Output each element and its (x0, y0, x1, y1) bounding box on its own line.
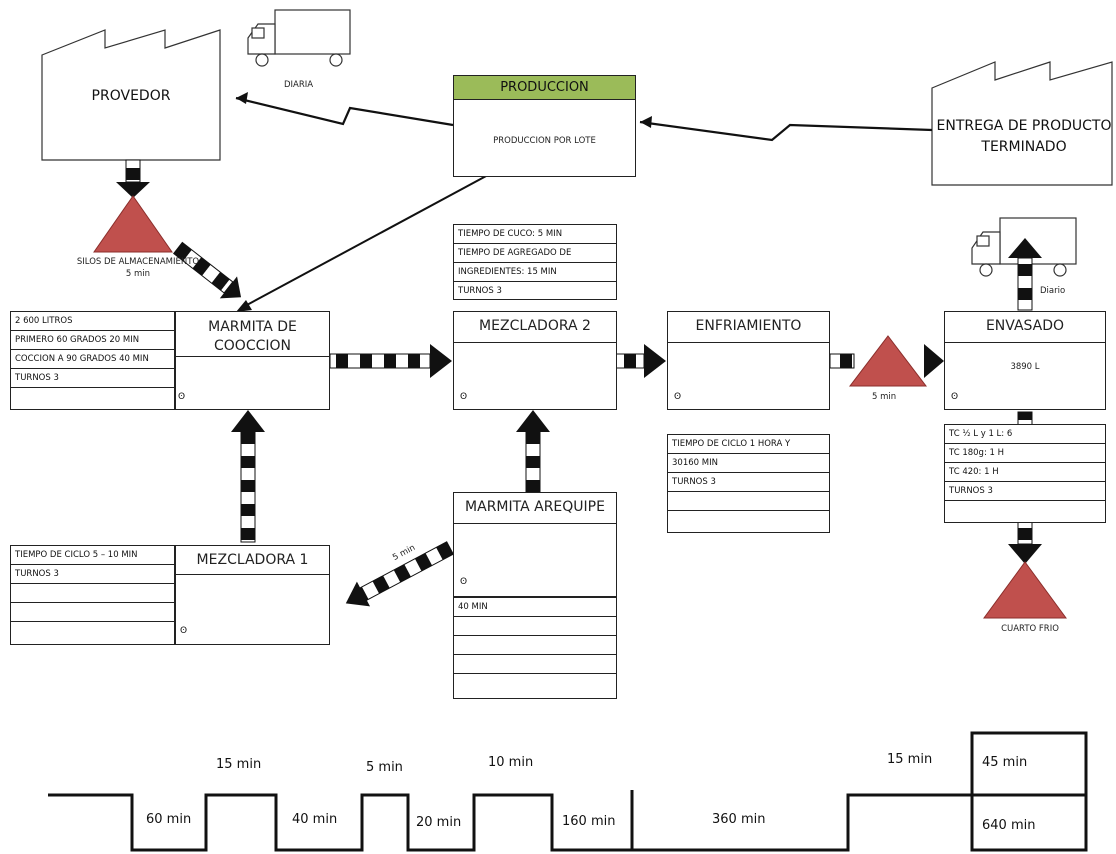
table-row: TIEMPO DE CICLO 1 HORA Y (668, 435, 829, 454)
table-row: PRIMERO 60 GRADOS 20 MIN (11, 331, 174, 350)
production-control-box: PRODUCCION PRODUCCION POR LOTE (453, 75, 636, 177)
table-row: TIEMPO DE CICLO 5 – 10 MIN (11, 546, 174, 565)
table-row (11, 584, 174, 603)
process-title: ENVASADO (985, 318, 1065, 334)
process-enfriamiento: ENFRIAMIENTO ʘ (667, 311, 830, 410)
timeline-bottom-label: 20 min (416, 815, 462, 830)
timeline-bottom-label: 360 min (712, 812, 766, 827)
cold-room-inventory-icon (983, 561, 1067, 619)
customer-label: ENTREGA DE PRODUCTO TERMINADO (936, 118, 1112, 155)
table-row: TURNOS 3 (11, 369, 174, 388)
production-header: PRODUCCION (454, 76, 635, 100)
process-title: MARMITA AREQUIPE (465, 499, 605, 515)
envasado-data: TC ½ L y 1 L: 6 TC 180g: 1 H TC 420: 1 H… (944, 424, 1106, 523)
operator-icon: ʘ (460, 392, 468, 402)
process-title: ENFRIAMIENTO (695, 318, 802, 334)
table-row: TIEMPO DE CUCO: 5 MIN (454, 225, 616, 244)
marmita-arequipe-data: 40 MIN (453, 597, 617, 699)
timeline-bottom-label: 60 min (146, 812, 192, 827)
table-row (668, 511, 829, 530)
table-row (945, 501, 1105, 520)
timeline-top-label: 10 min (488, 755, 534, 770)
customer-delivery-label: Diario (1040, 286, 1066, 296)
operator-icon: ʘ (951, 392, 959, 402)
inventory-triangle-icon (848, 335, 928, 387)
timeline-top-label: 15 min (887, 752, 933, 767)
operator-icon: ʘ (180, 626, 188, 636)
operator-icon: ʘ (674, 392, 682, 402)
table-row: 30160 MIN (668, 454, 829, 473)
process-title: MARMITA DE COOCCION (208, 319, 297, 354)
silos-time: 5 min (125, 269, 151, 279)
table-row (11, 622, 174, 641)
operator-icon: ʘ (460, 577, 468, 587)
timeline-total-top: 45 min (982, 755, 1028, 770)
process-title: MEZCLADORA 2 (479, 318, 591, 334)
marmita-coccion-data: 2 600 LITROS PRIMERO 60 GRADOS 20 MIN CO… (10, 311, 175, 410)
table-row: TURNOS 3 (11, 565, 174, 584)
supplier-delivery-label: DIARIA (284, 80, 314, 90)
production-body: PRODUCCION POR LOTE (493, 136, 596, 146)
table-row: TC 180g: 1 H (945, 444, 1105, 463)
table-row: 40 MIN (454, 598, 616, 617)
table-row: TURNOS 3 (945, 482, 1105, 501)
operator-icon: ʘ (178, 392, 186, 402)
table-row: TC ½ L y 1 L: 6 (945, 425, 1105, 444)
process-marmita-arequipe: MARMITA AREQUIPE ʘ (453, 492, 617, 597)
cold-room-label: CUARTO FRIO (1001, 624, 1059, 634)
timeline-top-label: 15 min (216, 757, 262, 772)
table-row (454, 674, 616, 693)
table-row: TIEMPO DE AGREGADO DE (454, 244, 616, 263)
enfriamiento-data: TIEMPO DE CICLO 1 HORA Y 30160 MIN TURNO… (667, 434, 830, 533)
table-row (454, 636, 616, 655)
process-title: MEZCLADORA 1 (196, 552, 309, 568)
timeline-bottom-label: 40 min (292, 812, 338, 827)
process-envasado: ENVASADO 3890 L ʘ (944, 311, 1106, 410)
silos-name: SILOS DE ALMACENAMIENTO (76, 257, 200, 267)
silos-label: SILOS DE ALMACENAMIENTO 5 min (58, 256, 218, 280)
process-marmita-coccion: MARMITA DE COOCCION ʘ (175, 311, 330, 410)
timeline-ladder (48, 731, 1088, 852)
envasado-capacity: 3890 L (1010, 362, 1040, 372)
process-mezcladora-1: MEZCLADORA 1 ʘ (175, 545, 330, 645)
table-row (11, 388, 174, 407)
table-row (668, 492, 829, 511)
supplier-label: PROVEDOR (91, 88, 171, 104)
customer-factory-icon (931, 61, 1113, 186)
table-row: TURNOS 3 (668, 473, 829, 492)
inventory-time-label: 5 min (872, 392, 897, 402)
table-row: TURNOS 3 (458, 286, 502, 296)
table-row (454, 655, 616, 674)
silos-inventory-icon (93, 195, 173, 253)
timeline-total-bottom: 640 min (982, 818, 1036, 833)
production-info-table: TIEMPO DE CUCO: 5 MIN TIEMPO DE AGREGADO… (453, 224, 617, 300)
table-row: 2 600 LITROS (11, 312, 174, 331)
table-row (454, 617, 616, 636)
table-row: INGREDIENTES: 15 MIN (454, 263, 616, 282)
supplier-factory-icon (41, 29, 221, 161)
table-row (11, 603, 174, 622)
truck-icon-supplier (247, 9, 351, 67)
mezcladora-1-data: TIEMPO DE CICLO 5 – 10 MIN TURNOS 3 (10, 545, 175, 645)
process-mezcladora-2: MEZCLADORA 2 ʘ (453, 311, 617, 410)
timeline-bottom-label: 160 min (562, 814, 616, 829)
table-row: TC 420: 1 H (945, 463, 1105, 482)
table-row: COCCION A 90 GRADOS 40 MIN (11, 350, 174, 369)
timeline-top-label: 5 min (366, 760, 403, 775)
info-flow-lines (235, 96, 933, 142)
